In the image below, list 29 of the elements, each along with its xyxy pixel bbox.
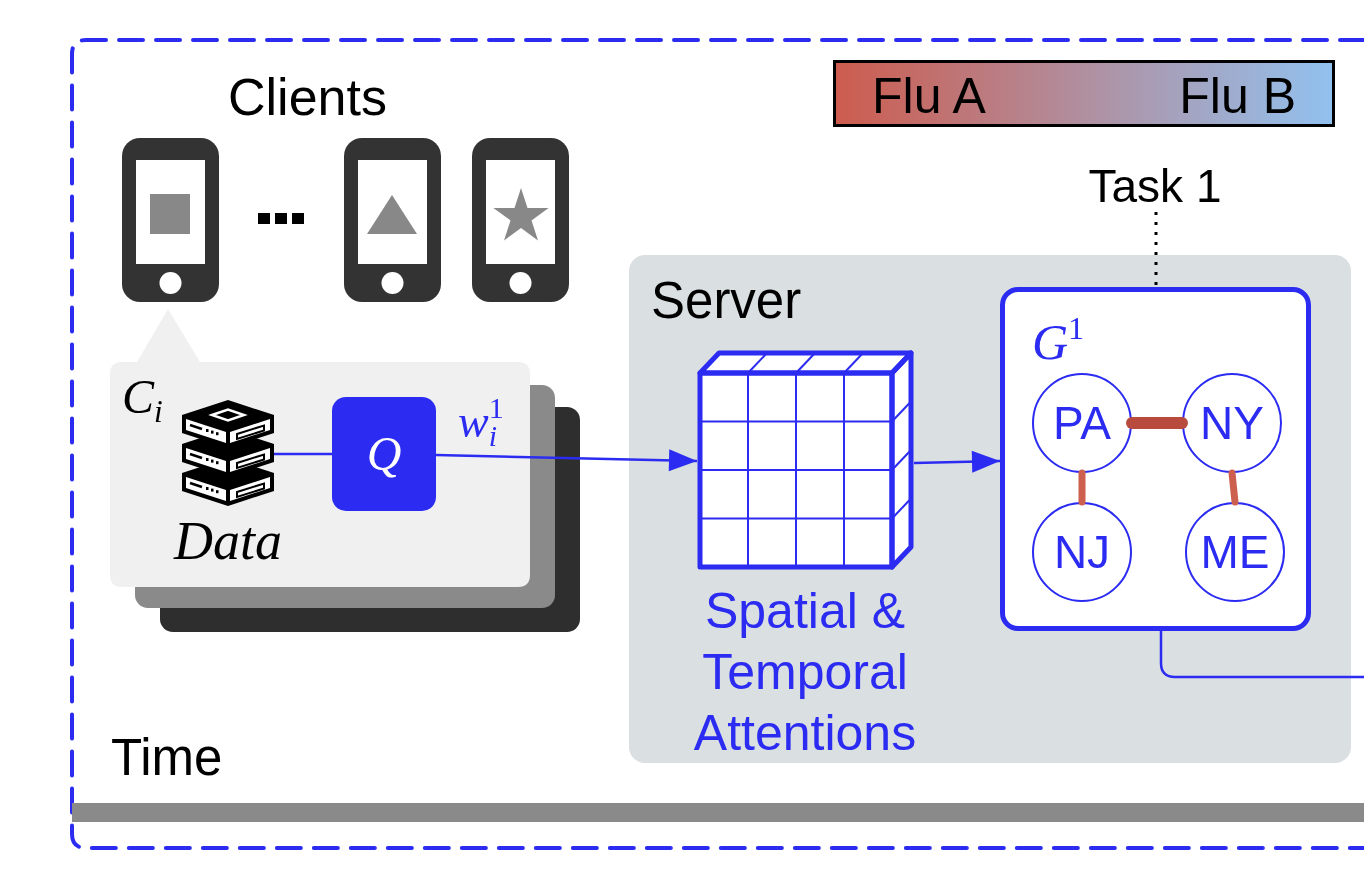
node-label: Data [172,514,283,568]
connector-line [1159,631,1364,679]
timeline-bar [72,803,1364,822]
grid-cube [697,350,914,570]
graph-edge [1078,469,1086,506]
node-label: Spatial & Temporal Attentions [692,582,918,763]
client-label: C$_{i}$ [122,373,163,421]
panel-title: Server [651,275,802,326]
graph-node-circle: ME [1185,502,1285,602]
server-panel [629,255,1351,763]
graph-box [1000,287,1311,631]
graph-node-circle: NJ [1032,502,1132,602]
legend-label: Flu A [872,71,986,121]
task-label: Task 1 [1080,160,1230,212]
graph-node-circle: NY [1182,373,1282,473]
node-label: Time [111,732,224,783]
group-label: Clients [228,71,387,123]
graph-label: G$^{1}$ [1032,317,1085,367]
connector-line [274,452,332,456]
graph-edge [1126,417,1188,429]
process-box: Q [332,397,436,511]
leader-line [1154,212,1158,287]
client-card [110,309,530,587]
graph-edge [1228,469,1239,506]
arrow [435,449,698,472]
arrow [913,450,1001,473]
legend-label: Flu B [1179,71,1296,121]
server-stack-icon [182,400,274,506]
graph-node-circle: PA [1032,373,1132,473]
